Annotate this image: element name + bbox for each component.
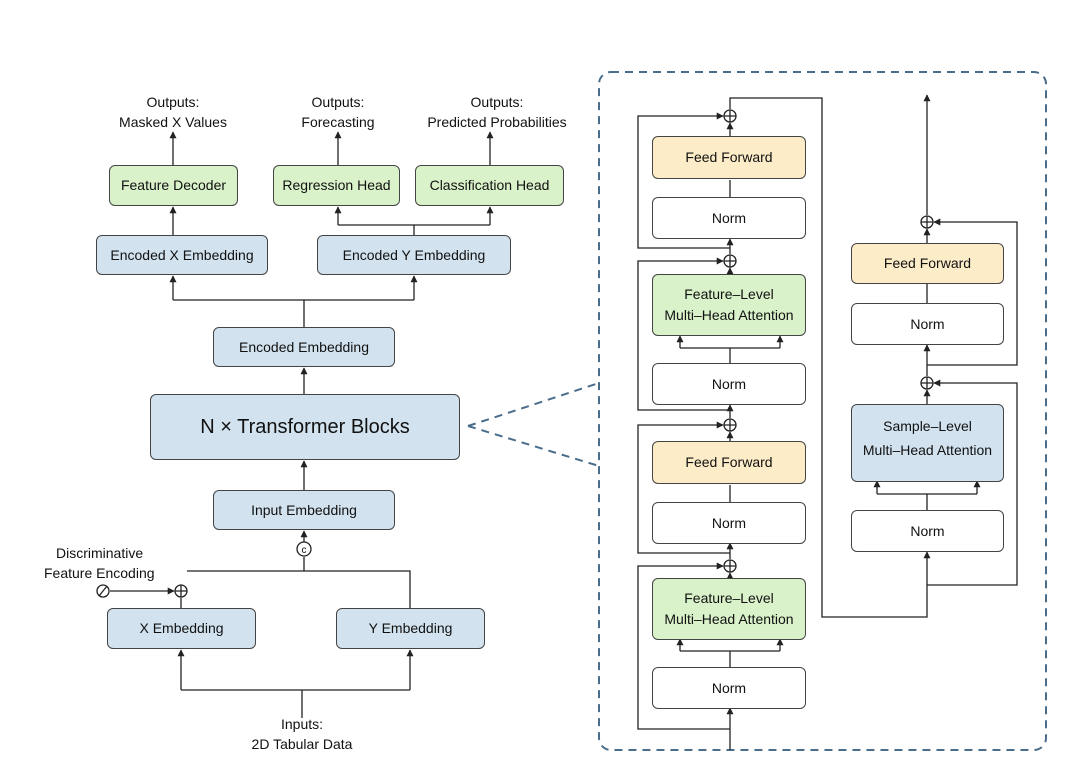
feature-attention-2: Feature–Level Multi–Head Attention	[652, 578, 806, 640]
dfe-line2: Feature Encoding	[44, 565, 155, 582]
zoom-connector	[467, 382, 600, 467]
inputs-label: Inputs: 2D Tabular Data	[232, 714, 372, 755]
norm-1: Norm	[652, 197, 806, 239]
norm-6: Norm	[851, 510, 1004, 552]
dfe-label: Discriminative Feature Encoding	[44, 543, 184, 584]
add-operator-left	[174, 584, 188, 598]
feature-attention-1-line2: Multi–Head Attention	[664, 307, 794, 323]
feed-forward-3: Feed Forward	[851, 243, 1004, 284]
norm-4: Norm	[652, 667, 806, 709]
inputs-line1: Inputs:	[280, 716, 324, 732]
norm-5: Norm	[851, 303, 1004, 345]
add-operator-6	[920, 376, 934, 390]
inputs-line2: 2D Tabular Data	[251, 736, 353, 753]
output-masked-line1: Outputs:	[146, 94, 200, 110]
transformer-blocks: N × Transformer Blocks	[150, 394, 460, 460]
concat-operator	[296, 541, 312, 557]
input-embedding: Input Embedding	[213, 490, 395, 530]
output-forecast-line1: Outputs:	[311, 94, 365, 110]
feature-attention-2-line1: Feature–Level	[684, 590, 774, 606]
encoded-embedding: Encoded Embedding	[213, 327, 395, 367]
feed-forward-1: Feed Forward	[652, 136, 806, 179]
add-operator-5	[920, 215, 934, 229]
encoded-x-embedding: Encoded X Embedding	[96, 235, 268, 275]
classification-head: Classification Head	[415, 165, 564, 206]
feature-decoder: Feature Decoder	[109, 165, 238, 206]
output-probs-label: Outputs: Predicted Probabilities	[412, 92, 582, 133]
output-masked-label: Outputs: Masked X Values	[103, 92, 243, 133]
output-probs-line1: Outputs:	[470, 94, 524, 110]
feature-attention-2-line2: Multi–Head Attention	[664, 611, 794, 627]
sample-attention: Sample–Level Multi–Head Attention	[851, 404, 1004, 482]
feature-attention-1-line1: Feature–Level	[684, 286, 774, 302]
output-probs-line2: Predicted Probabilities	[427, 114, 567, 131]
norm-2: Norm	[652, 363, 806, 405]
concat-symbol: c	[302, 545, 307, 556]
encoded-y-embedding: Encoded Y Embedding	[317, 235, 511, 275]
sample-attention-line2: Multi–Head Attention	[862, 441, 993, 458]
add-operator-3	[723, 418, 737, 432]
norm-3: Norm	[652, 502, 806, 544]
output-forecast-line2: Forecasting	[301, 114, 375, 131]
add-operator-4	[723, 559, 737, 573]
y-embedding: Y Embedding	[336, 608, 485, 649]
sample-attention-line1: Sample–Level	[883, 418, 972, 434]
transformer-detail-frame	[598, 71, 1047, 751]
add-operator-1	[723, 109, 737, 123]
output-forecast-label: Outputs: Forecasting	[276, 92, 400, 133]
dfe-line1: Discriminative	[56, 545, 144, 561]
feature-attention-1: Feature–Level Multi–Head Attention	[652, 274, 806, 336]
x-embedding: X Embedding	[107, 608, 256, 649]
null-symbol-icon	[96, 584, 110, 598]
feed-forward-2: Feed Forward	[652, 441, 806, 484]
regression-head: Regression Head	[273, 165, 400, 206]
add-operator-2	[723, 254, 737, 268]
output-masked-line2: Masked X Values	[119, 114, 227, 131]
